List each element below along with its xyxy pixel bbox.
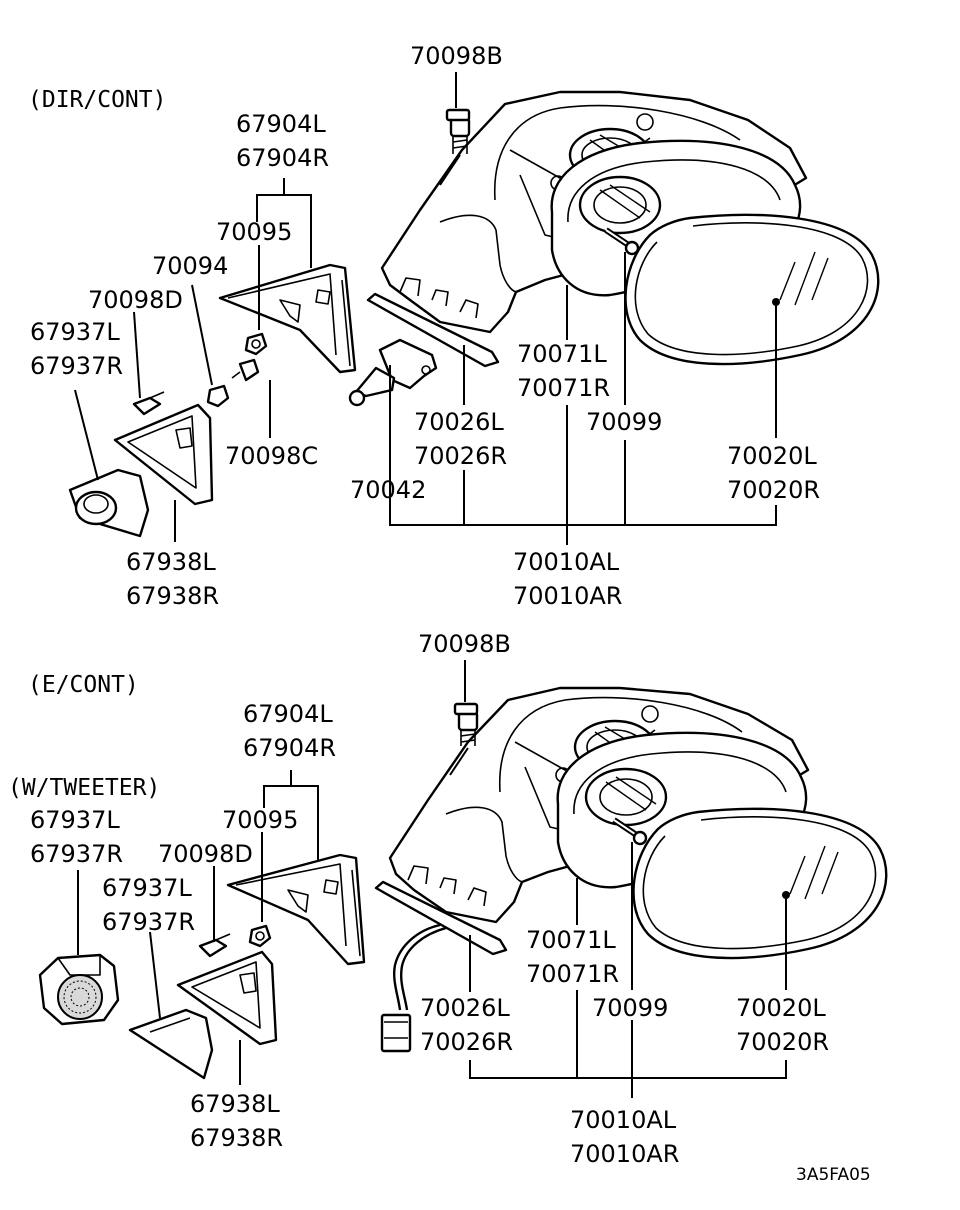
label-70071l: 70071L	[526, 926, 616, 954]
leader-lines-1	[74, 72, 777, 545]
base-gasket-part	[366, 277, 500, 368]
label-70098b: 70098B	[418, 630, 511, 658]
leader-lines-2	[77, 660, 787, 1098]
inner-cover-67904	[218, 263, 357, 374]
clip-70094	[206, 384, 230, 408]
label-67937l: 67937L	[30, 318, 120, 346]
label-70020r: 70020R	[736, 1028, 829, 1056]
label-70020r: 70020R	[727, 476, 820, 504]
section-heading: (E/CONT)	[28, 672, 139, 698]
section-e-cont: (E/CONT) (W/TWEETER)	[8, 630, 888, 1168]
triangle-cover-67938	[176, 950, 278, 1046]
screw-70099	[604, 227, 640, 256]
label-67937r-tweeter: 67937R	[30, 840, 123, 868]
label-70098d: 70098D	[88, 286, 183, 314]
cover-67937	[128, 1008, 214, 1080]
mirror-glass-part	[632, 807, 888, 960]
label-70098c: 70098C	[225, 442, 318, 470]
clip-70095	[248, 924, 272, 948]
section-dir-cont: (DIR/CONT)	[28, 42, 880, 610]
label-67937r: 67937R	[102, 908, 195, 936]
cover-67937	[68, 468, 150, 538]
label-70099: 70099	[586, 408, 662, 436]
label-70026l: 70026L	[414, 408, 504, 436]
screw-70098d	[132, 391, 165, 416]
label-67904l: 67904L	[236, 110, 326, 138]
label-70098d: 70098D	[158, 840, 253, 868]
label-67937l: 67937L	[102, 874, 192, 902]
label-70010al: 70010AL	[570, 1106, 677, 1134]
screw-70099	[612, 817, 648, 846]
label-70071l: 70071L	[517, 340, 607, 368]
label-67938l: 67938L	[126, 548, 216, 576]
wire-harness	[380, 923, 447, 1053]
label-67938r: 67938R	[126, 582, 219, 610]
label-67904r: 67904R	[243, 734, 336, 762]
label-67937l-tweeter: 67937L	[30, 806, 120, 834]
label-70026l: 70026L	[420, 994, 510, 1022]
connector-70042	[348, 338, 438, 407]
screw-70098d	[198, 933, 231, 958]
label-70098b: 70098B	[410, 42, 503, 70]
inner-cover-67904	[226, 853, 366, 966]
label-70094: 70094	[152, 252, 228, 280]
tweeter-cover-67937	[38, 953, 120, 1026]
label-67937r: 67937R	[30, 352, 123, 380]
bolt-70098b	[453, 702, 479, 746]
label-70071r: 70071R	[526, 960, 619, 988]
label-70010al: 70010AL	[513, 548, 620, 576]
part-labels-2: 70098B 67904L 67904R 70095 67937L 67937R…	[30, 630, 829, 1168]
part-labels-1: 70098B 67904L 67904R 70095 70094 70098D …	[30, 42, 820, 610]
label-70099: 70099	[592, 994, 668, 1022]
clip-70095	[244, 332, 268, 356]
label-70095: 70095	[222, 806, 298, 834]
label-70020l: 70020L	[727, 442, 817, 470]
section-heading: (DIR/CONT)	[28, 87, 166, 113]
label-70095: 70095	[216, 218, 292, 246]
label-70042: 70042	[350, 476, 426, 504]
triangle-cover-67938	[113, 403, 214, 506]
label-70026r: 70026R	[420, 1028, 513, 1056]
label-70020l: 70020L	[736, 994, 826, 1022]
label-67938l: 67938L	[190, 1090, 280, 1118]
base-gasket-part	[374, 865, 508, 956]
label-67938r: 67938R	[190, 1124, 283, 1152]
label-70026r: 70026R	[414, 442, 507, 470]
screw-70098c	[231, 358, 260, 382]
bolt-70098b	[445, 108, 471, 154]
label-67904r: 67904R	[236, 144, 329, 172]
label-67904l: 67904L	[243, 700, 333, 728]
label-70071r: 70071R	[517, 374, 610, 402]
figure-code: 3A5FA05	[796, 1165, 871, 1185]
section-subheading: (W/TWEETER)	[8, 775, 160, 801]
mirror-glass-part	[624, 213, 880, 366]
label-70010ar: 70010AR	[570, 1140, 679, 1168]
label-70010ar: 70010AR	[513, 582, 622, 610]
